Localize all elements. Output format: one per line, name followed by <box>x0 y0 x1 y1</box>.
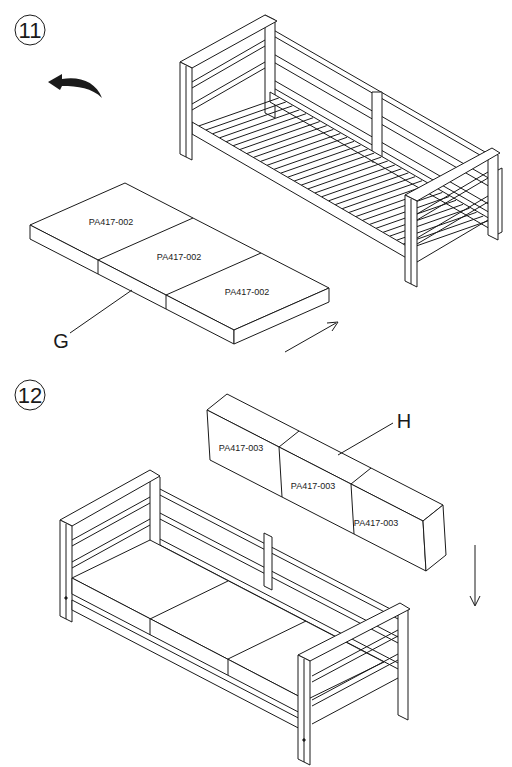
seat-slat <box>206 102 286 130</box>
step-circle <box>15 380 45 410</box>
seat-slat <box>315 165 395 193</box>
flip-arrow <box>48 74 102 98</box>
step-number: 11 <box>19 20 42 42</box>
part-code: PA417-003 <box>219 444 263 453</box>
seat-slat <box>301 157 381 185</box>
leader-line <box>70 290 132 333</box>
part-code: PA417-003 <box>354 519 398 528</box>
part-code: PA417-002 <box>157 253 201 262</box>
seat-slat <box>233 118 313 146</box>
seat-cushions <box>30 183 329 344</box>
seat-slat <box>260 133 340 161</box>
direction-arrow <box>285 322 338 352</box>
part-letter: H <box>397 411 411 431</box>
part-code: PA417-003 <box>291 482 335 491</box>
back-cushions <box>207 394 446 571</box>
part-code: PA417-002 <box>89 218 133 227</box>
seat-slat <box>288 149 368 177</box>
seat-slat <box>328 173 408 201</box>
part-code: PA417-002 <box>225 288 269 297</box>
step-circle <box>15 15 45 45</box>
seat-slat <box>219 110 299 138</box>
part-letter: G <box>53 331 69 351</box>
direction-arrow <box>470 545 480 606</box>
step-number: 12 <box>18 385 42 407</box>
seat-slat <box>247 126 327 154</box>
seat-slat <box>274 141 354 169</box>
leader-line <box>338 423 393 455</box>
